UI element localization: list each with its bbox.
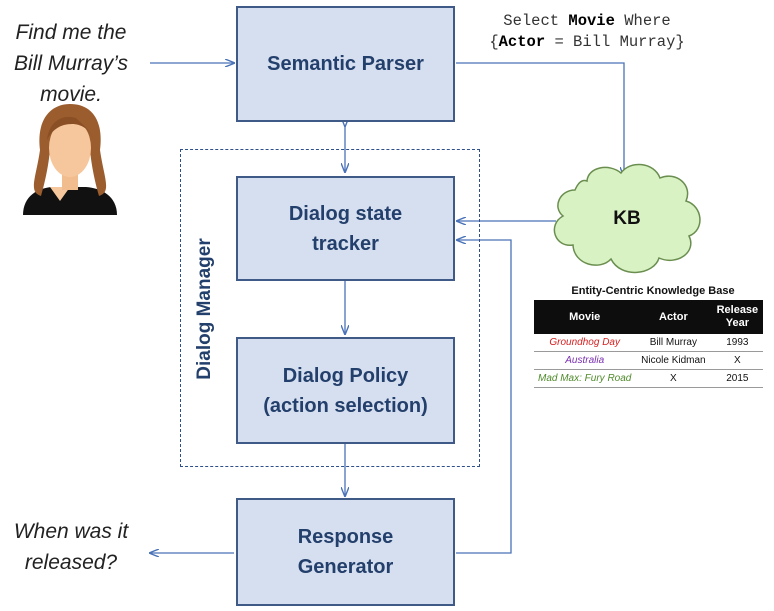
user-avatar-icon <box>23 104 117 215</box>
dialog-policy-label: (action selection) <box>263 394 428 417</box>
system-response-text: When was it released? <box>2 516 140 578</box>
dialog-manager-frame <box>180 149 480 467</box>
kb-table-header-row: Movie Actor Release Year <box>534 300 764 334</box>
kb-cloud <box>553 163 701 274</box>
query-movie-keyword: Movie <box>568 12 615 30</box>
semantic-parser-box: Semantic Parser <box>236 6 455 122</box>
kb-cell-actor: Nicole Kidman <box>635 351 712 370</box>
kb-cell-movie: Groundhog Day <box>534 334 636 352</box>
query-line: Select Movie Where <box>462 11 712 32</box>
dialog-state-tracker-label: Dialog state <box>288 202 403 225</box>
user-query-line: Bill Murray’s <box>14 52 128 75</box>
arrow-parser-to-kb <box>456 62 624 176</box>
kb-cell-year: 2015 <box>711 369 764 388</box>
query-where-keyword: Where <box>624 12 671 30</box>
system-response-line: When was it <box>13 520 129 543</box>
semantic-query: Select Movie Where {Actor = Bill Murray} <box>462 11 712 53</box>
kb-cell-movie: Mad Max: Fury Road <box>534 369 636 388</box>
response-generator-label: Generator <box>297 556 394 578</box>
dialog-policy-box: Dialog Policy (action selection) <box>236 337 455 444</box>
kb-table: Movie Actor Release Year Groundhog Day B… <box>534 300 764 388</box>
response-generator-label: Response <box>297 526 394 548</box>
kb-table-title: Entity-Centric Knowledge Base <box>571 285 735 297</box>
dialog-state-tracker-label: tracker <box>312 232 379 255</box>
response-generator-box: Response Generator <box>236 498 455 606</box>
kb-cell-movie: Australia <box>534 351 636 370</box>
kb-cell-actor: Bill Murray <box>635 334 712 352</box>
dialog-state-tracker-box: Dialog state tracker <box>236 176 455 281</box>
user-query-line: Find me the <box>15 21 127 44</box>
kb-column-header: Actor <box>635 300 712 334</box>
kb-table-row: Groundhog Day Bill Murray 1993 <box>534 334 764 352</box>
kb-cell-year: X <box>711 351 764 370</box>
dialog-policy-label: Dialog Policy <box>282 364 409 387</box>
kb-table-row: Australia Nicole Kidman X <box>534 351 764 370</box>
kb-cell-actor: X <box>635 369 712 388</box>
arrow-response-feedback <box>456 240 512 554</box>
kb-table-row: Mad Max: Fury Road X 2015 <box>534 369 764 388</box>
query-open-brace: { <box>489 33 499 51</box>
kb-label: KB <box>613 208 641 229</box>
kb-cell-year: 1993 <box>711 334 764 352</box>
dialog-manager-label: Dialog Manager <box>194 238 215 380</box>
user-query-line: movie. <box>40 83 102 106</box>
query-actor-keyword: Actor <box>498 33 546 51</box>
query-actor-value: = Bill Murray} <box>554 33 685 51</box>
query-line: {Actor = Bill Murray} <box>462 32 712 53</box>
query-select-keyword: Select <box>503 12 560 30</box>
user-query-text: Find me the Bill Murray’s movie. <box>2 17 140 110</box>
kb-column-header: Release Year <box>711 300 764 334</box>
kb-column-header: Movie <box>534 300 636 334</box>
semantic-parser-label: Semantic Parser <box>267 53 424 75</box>
system-response-line: released? <box>24 551 118 574</box>
